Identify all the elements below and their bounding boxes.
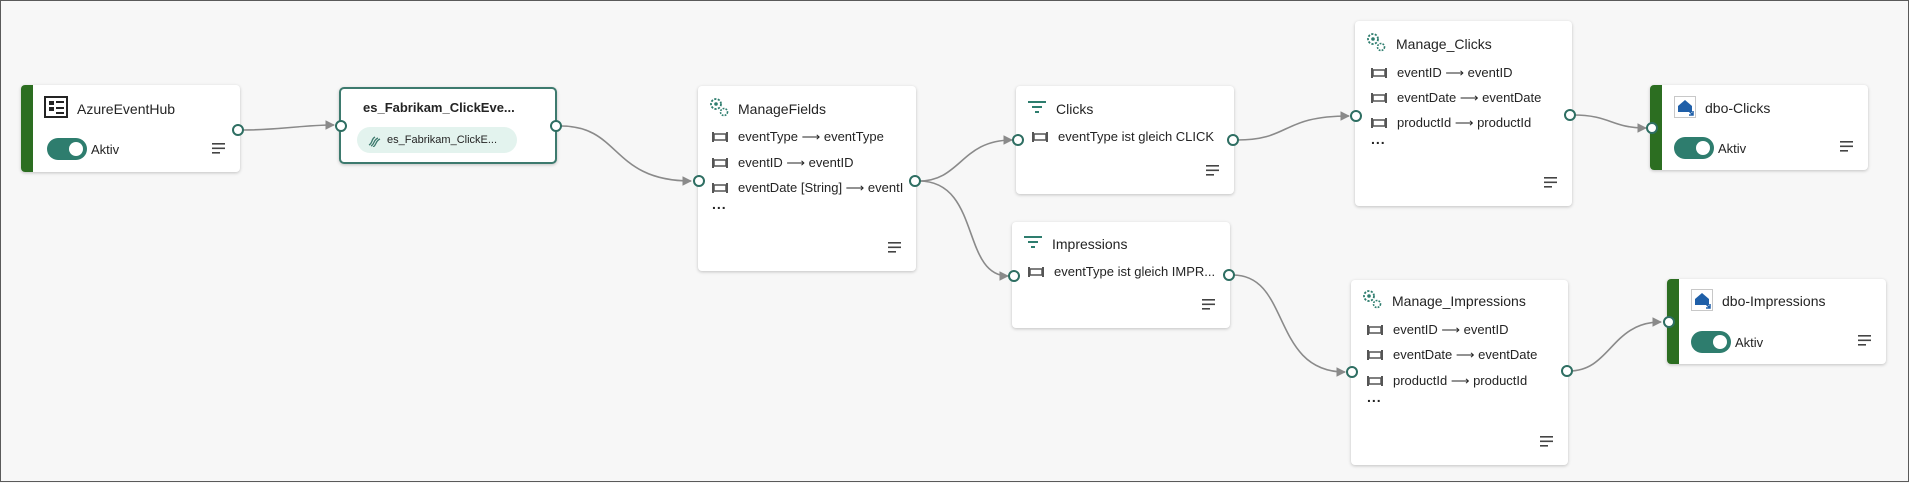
active-toggle[interactable] — [47, 138, 87, 160]
toggle-label: Aktiv — [1718, 141, 1747, 156]
stream-chip[interactable]: es_Fabrikam_ClickE... — [357, 127, 517, 153]
manage-fields-icon — [1365, 31, 1387, 58]
node-title: Clicks — [1056, 101, 1094, 117]
node-title: Impressions — [1052, 236, 1128, 252]
node-title: ManageFields — [738, 101, 826, 117]
field-mapping-row: eventDate [String] ⟶ eventI — [712, 180, 912, 196]
source-node-azureeventhub[interactable]: AzureEventHub Aktiv — [21, 85, 240, 172]
more-fields-ellipsis[interactable]: ... — [1371, 131, 1386, 147]
toggle-label: Aktiv — [91, 142, 120, 157]
node-menu-icon[interactable] — [1544, 175, 1558, 193]
edge-clicks-to-manageclicks — [1236, 111, 1350, 141]
node-title: es_Fabrikam_ClickEve... — [363, 100, 515, 115]
field-icon — [1371, 118, 1387, 128]
field-mapping-row: productId ⟶ productId — [1367, 373, 1563, 389]
manage-fields-icon — [1361, 288, 1383, 315]
filter-condition-row: eventType ist gleich CLICK — [1032, 129, 1228, 144]
node-title: dbo-Impressions — [1722, 293, 1826, 309]
filter-node-impressions[interactable]: Impressions eventType ist gleich IMPR... — [1012, 222, 1230, 328]
field-icon — [1367, 325, 1383, 335]
field-mapping-row: eventID ⟶ eventID — [1367, 322, 1563, 338]
destination-node-dbo-clicks[interactable]: dbo-Clicks Aktiv — [1650, 85, 1868, 170]
field-mapping-row: eventID ⟶ eventID — [712, 155, 912, 171]
node-title: AzureEventHub — [77, 101, 176, 117]
active-toggle[interactable] — [1691, 331, 1731, 353]
node-menu-icon[interactable] — [1202, 297, 1216, 315]
database-icon — [1691, 289, 1713, 316]
input-port[interactable] — [1012, 134, 1024, 146]
filter-node-clicks[interactable]: Clicks eventType ist gleich CLICK — [1016, 86, 1234, 194]
node-accent-bar — [21, 85, 33, 172]
input-port[interactable] — [1350, 110, 1362, 122]
field-icon — [712, 183, 728, 193]
database-icon — [1674, 96, 1696, 123]
field-mapping-row: eventID ⟶ eventID — [1371, 65, 1567, 81]
input-port[interactable] — [1646, 122, 1658, 134]
field-icon — [1371, 93, 1387, 103]
field-mapping-row: eventDate ⟶ eventDate — [1367, 347, 1563, 363]
manage-fields-node-impressions[interactable]: Manage_Impressions eventID ⟶ eventID eve… — [1351, 280, 1568, 465]
manage-fields-icon — [708, 96, 730, 123]
filter-icon — [1024, 235, 1042, 254]
output-port[interactable] — [1561, 365, 1573, 377]
edge-impressions-to-manageimpressions — [1232, 274, 1346, 377]
edge-source-to-stream — [242, 120, 335, 131]
destination-node-dbo-impressions[interactable]: dbo-Impressions Aktiv — [1667, 279, 1886, 364]
event-hub-icon — [43, 95, 69, 124]
field-icon — [1032, 131, 1048, 142]
output-port[interactable] — [1227, 134, 1239, 146]
input-port[interactable] — [1346, 366, 1358, 378]
node-menu-icon[interactable] — [212, 141, 226, 159]
more-fields-ellipsis[interactable]: ... — [712, 196, 727, 212]
field-icon — [1028, 266, 1044, 277]
active-toggle[interactable] — [1674, 137, 1714, 159]
toggle-label: Aktiv — [1735, 335, 1764, 350]
field-icon — [1371, 68, 1387, 78]
field-icon — [1367, 350, 1383, 360]
node-menu-icon[interactable] — [1206, 163, 1220, 181]
field-mapping-row: productId ⟶ productId — [1371, 115, 1567, 131]
input-port[interactable] — [1663, 316, 1675, 328]
filter-icon — [1028, 100, 1046, 119]
node-menu-icon[interactable] — [1540, 434, 1554, 452]
node-menu-icon[interactable] — [888, 240, 902, 258]
input-port[interactable] — [1008, 270, 1020, 282]
input-port[interactable] — [335, 120, 347, 132]
edge-manageclicks-to-dboclicks — [1572, 114, 1647, 133]
field-icon — [1367, 376, 1383, 386]
chip-label: es_Fabrikam_ClickE... — [387, 134, 498, 146]
node-title: dbo-Clicks — [1705, 100, 1771, 116]
filter-condition-row: eventType ist gleich IMPR... — [1028, 264, 1218, 279]
stream-icon — [368, 136, 381, 147]
node-title: Manage_Clicks — [1396, 36, 1492, 52]
edge-manageimpressions-to-dboimpressions — [1568, 317, 1662, 372]
field-icon — [712, 158, 728, 168]
edge-stream-to-managefields — [560, 125, 692, 186]
field-mapping-row: eventType ⟶ eventType — [712, 129, 912, 145]
node-title: Manage_Impressions — [1392, 293, 1526, 309]
edge-managefields-to-clicks — [918, 135, 1013, 182]
more-fields-ellipsis[interactable]: ... — [1367, 389, 1382, 405]
field-icon — [712, 132, 728, 142]
manage-fields-node[interactable]: ManageFields eventType ⟶ eventType event… — [698, 86, 916, 271]
manage-fields-node-clicks[interactable]: Manage_Clicks eventID ⟶ eventID eventDat… — [1355, 21, 1572, 206]
field-mapping-row: eventDate ⟶ eventDate — [1371, 90, 1567, 106]
output-port[interactable] — [1564, 109, 1576, 121]
node-menu-icon[interactable] — [1858, 333, 1872, 351]
output-port[interactable] — [550, 120, 562, 132]
output-port[interactable] — [909, 175, 921, 187]
edge-managefields-to-impressions — [918, 180, 1009, 281]
output-port[interactable] — [1223, 269, 1235, 281]
input-port[interactable] — [693, 175, 705, 187]
stream-node-es-fabrikam[interactable]: es_Fabrikam_ClickEve... es_Fabrikam_Clic… — [339, 87, 557, 164]
node-menu-icon[interactable] — [1840, 139, 1854, 157]
output-port[interactable] — [232, 124, 244, 136]
